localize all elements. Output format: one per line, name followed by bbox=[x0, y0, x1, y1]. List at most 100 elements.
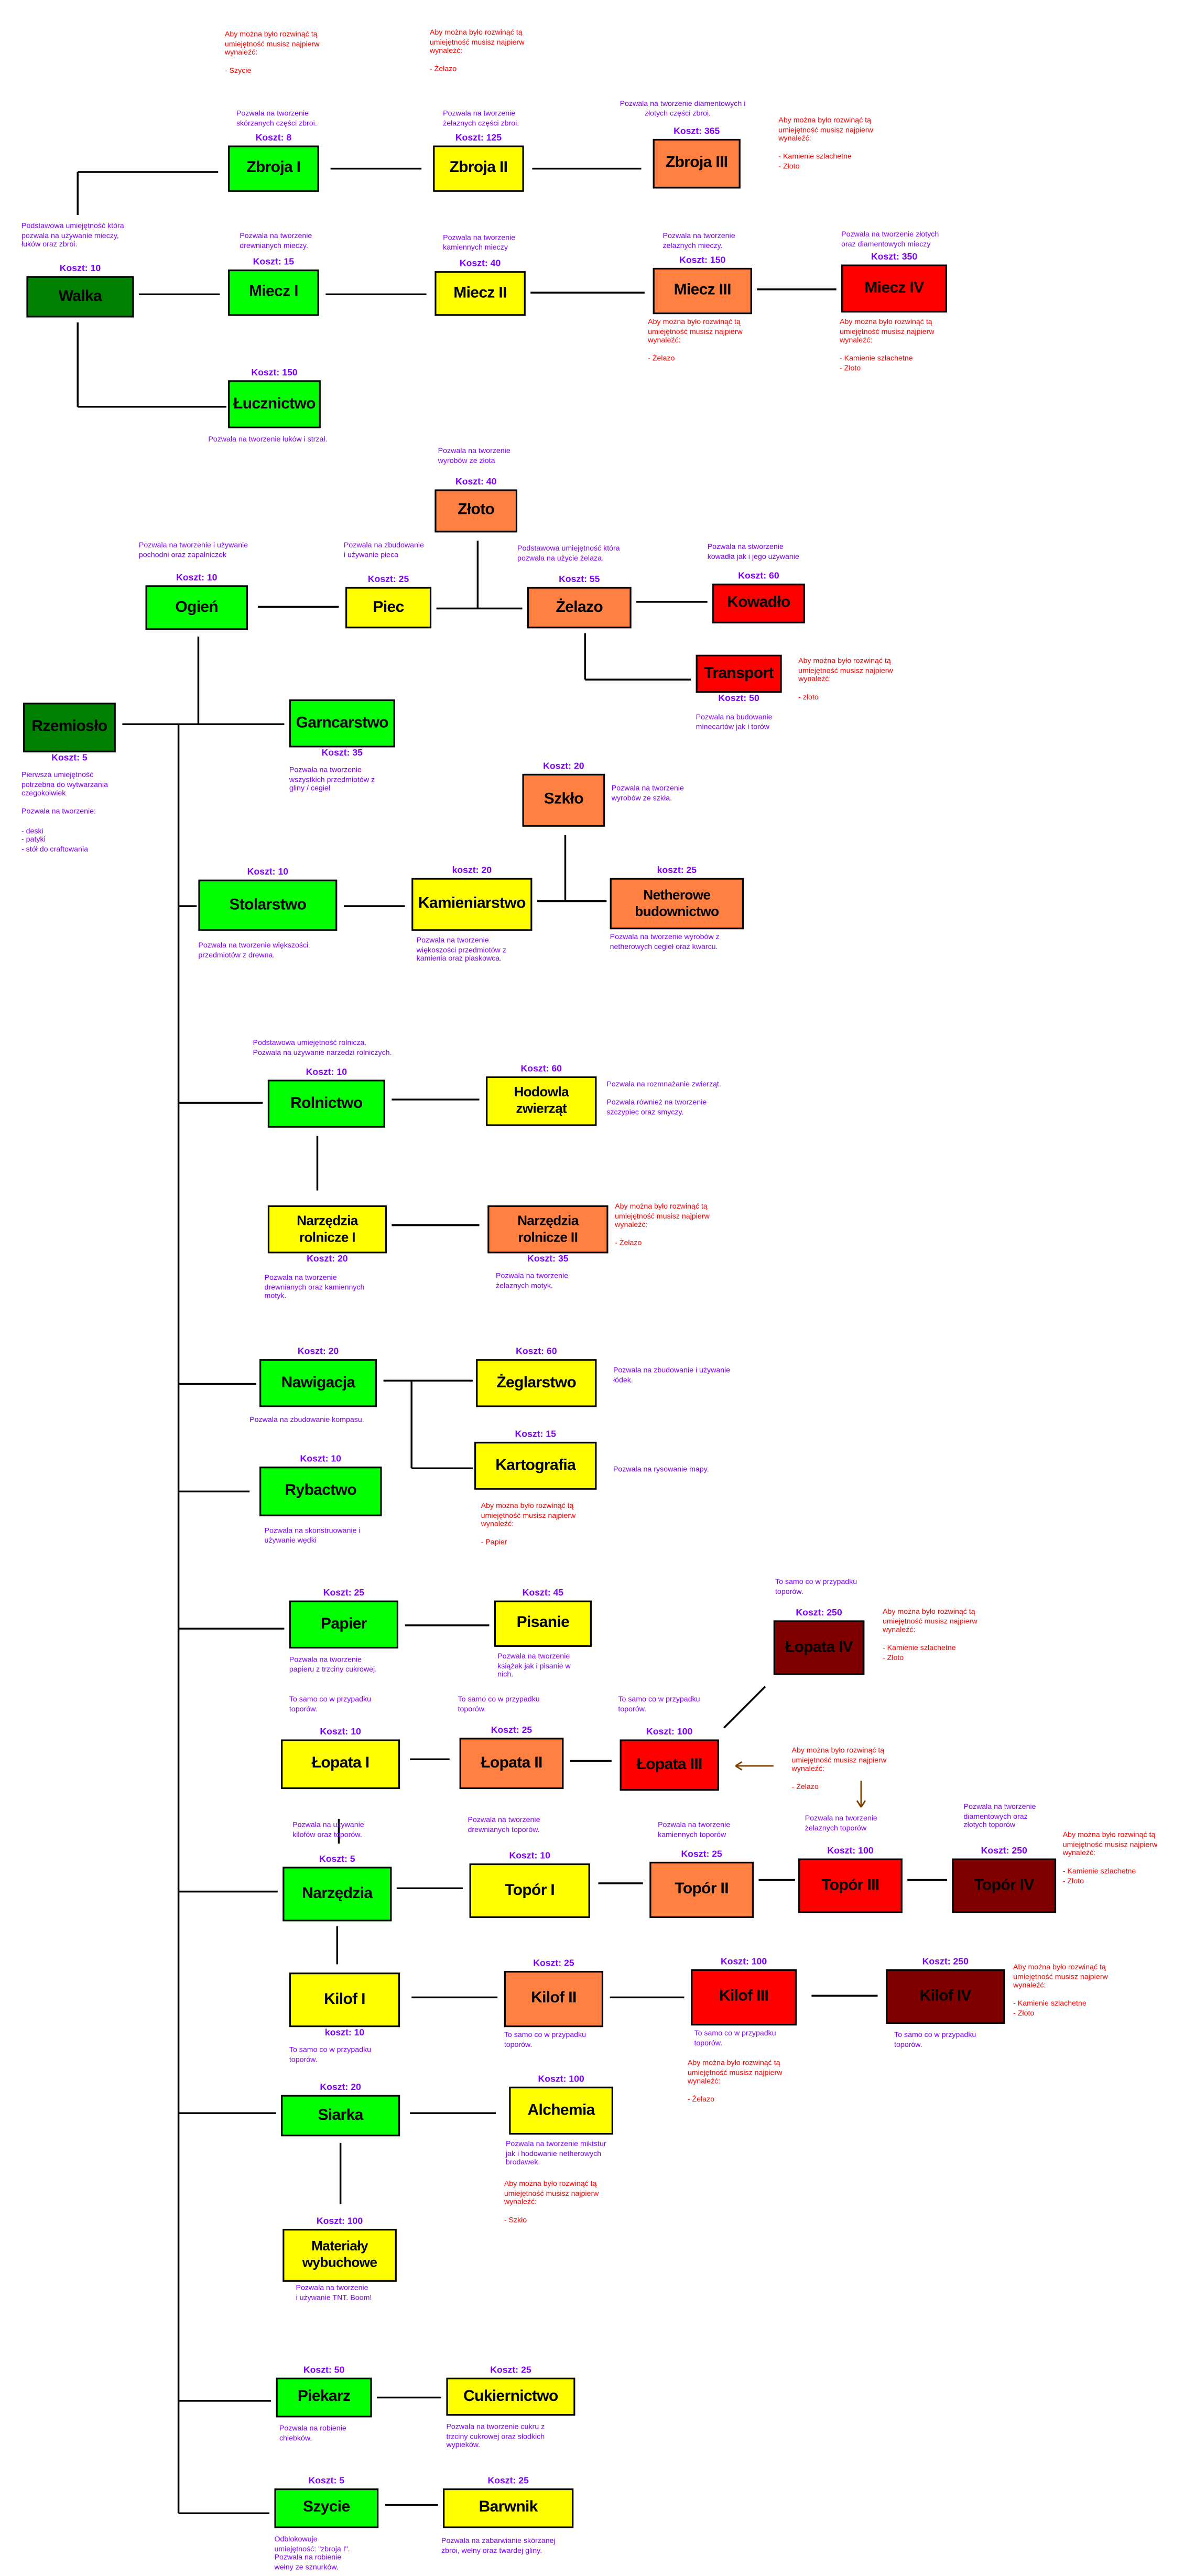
skill-node-miecz1[interactable]: Miecz I bbox=[228, 270, 319, 316]
requirement-items: - Żelazo bbox=[615, 1239, 710, 1248]
skill-node-narzrol1[interactable]: Narzędzia rolnicze I bbox=[267, 1205, 387, 1254]
requirement-item: - Złoto bbox=[1013, 2009, 1035, 2018]
skill-description: Podstawowa umiejętność która pozwala na … bbox=[21, 221, 124, 249]
skill-node-barwnik[interactable]: Barwnik bbox=[443, 2488, 574, 2528]
requirement-item: - Żelazo bbox=[648, 354, 675, 363]
skill-node-zeglarstwo[interactable]: Żeglarstwo bbox=[476, 1359, 597, 1407]
requirement-item: - Papier bbox=[481, 1538, 507, 1547]
skill-requirement: Aby można było rozwinąć tą umiejętność m… bbox=[883, 1607, 977, 1663]
skill-node-lucznictwo[interactable]: Łucznictwo bbox=[228, 380, 321, 428]
skill-node-lopata2[interactable]: Łopata II bbox=[459, 1738, 564, 1790]
requirement-items: - złoto bbox=[798, 693, 893, 703]
skill-node-narzrol2[interactable]: Narzędzia rolnicze II bbox=[487, 1205, 609, 1254]
skill-node-zbroja1[interactable]: Zbroja I bbox=[228, 145, 319, 192]
skill-cost: Koszt: 250 bbox=[796, 1608, 842, 1619]
skill-requirement: Aby można było rozwinąć tą umiejętność m… bbox=[1013, 1963, 1108, 2018]
skill-node-zelazo[interactable]: Żelazo bbox=[527, 587, 632, 629]
skill-node-lopata1[interactable]: Łopata I bbox=[281, 1739, 400, 1790]
skill-node-lopata4[interactable]: Łopata IV bbox=[773, 1620, 865, 1675]
skill-cost: Koszt: 60 bbox=[516, 1347, 557, 1357]
skill-node-szycie[interactable]: Szycie bbox=[274, 2488, 379, 2528]
skill-node-alchemia[interactable]: Alchemia bbox=[509, 2086, 613, 2135]
requirement-item: - Złoto bbox=[839, 363, 861, 372]
skill-cost: Koszt: 10 bbox=[176, 573, 218, 584]
skill-description: Pozwala na tworzenie cukru z trzciny cuk… bbox=[446, 2422, 545, 2449]
skill-requirement: Aby można było rozwinąć tą umiejętność m… bbox=[481, 1501, 576, 1547]
requirement-intro: Aby można było rozwinąć tą umiejętność m… bbox=[791, 1746, 887, 1773]
skill-node-miecz2[interactable]: Miecz II bbox=[434, 271, 526, 316]
requirement-item: - Złoto bbox=[882, 1653, 904, 1662]
skill-description: Pozwala na tworzenie diamentowych oraz z… bbox=[963, 1802, 1036, 1829]
skill-description: Pozwala na zbudowanie i używanie łódek. bbox=[613, 1365, 731, 1384]
skill-cost: Koszt: 25 bbox=[681, 1850, 722, 1860]
skill-node-kilof2[interactable]: Kilof II bbox=[504, 1970, 604, 2028]
skill-node-lopata3[interactable]: Łopata III bbox=[620, 1739, 719, 1791]
skill-node-nawigacja[interactable]: Nawigacja bbox=[259, 1359, 377, 1407]
skill-node-transport[interactable]: Transport bbox=[696, 654, 782, 693]
requirement-items: - Szycie bbox=[225, 67, 320, 76]
skill-node-papier[interactable]: Papier bbox=[289, 1600, 398, 1649]
skill-node-kartografia[interactable]: Kartografia bbox=[474, 1441, 597, 1490]
skill-node-kilof1[interactable]: Kilof I bbox=[289, 1973, 400, 2028]
skill-requirement: Aby można było rozwinąć tą umiejętność m… bbox=[840, 317, 935, 373]
skill-node-materialy[interactable]: Materiały wybuchowe bbox=[283, 2228, 397, 2282]
skill-description: To samo co w przypadku toporów. bbox=[504, 2030, 586, 2048]
skill-requirement: Aby można było rozwinąć tą umiejętność m… bbox=[615, 1202, 710, 1248]
skill-description: To samo co w przypadku toporów. bbox=[775, 1577, 857, 1595]
skill-node-cukiernictwo[interactable]: Cukiernictwo bbox=[446, 2377, 575, 2416]
skill-cost: Koszt: 10 bbox=[320, 1727, 361, 1738]
requirement-items: - Kamienie szlachetne- Złoto bbox=[1013, 2000, 1108, 2018]
skill-node-topor2[interactable]: Topór II bbox=[649, 1861, 754, 1918]
skill-node-narzedzia[interactable]: Narzędzia bbox=[283, 1867, 392, 1922]
skill-node-piekarz[interactable]: Piekarz bbox=[276, 2377, 372, 2418]
skill-node-netherowe[interactable]: Netherowe budownictwo bbox=[610, 878, 744, 930]
skill-node-zloto[interactable]: Złoto bbox=[434, 489, 518, 533]
skill-node-rolnictwo[interactable]: Rolnictwo bbox=[267, 1080, 385, 1128]
skill-description: Pozwala na budowanie minecartów jak i to… bbox=[696, 713, 773, 730]
skill-cost: koszt: 10 bbox=[324, 2028, 365, 2039]
skill-node-rybactwo[interactable]: Rybactwo bbox=[259, 1467, 382, 1516]
skill-cost: Koszt: 10 bbox=[306, 1068, 347, 1078]
skill-node-kilof3[interactable]: Kilof III bbox=[691, 1969, 797, 2026]
connector-line bbox=[723, 1686, 766, 1729]
skill-cost: Koszt: 25 bbox=[533, 1959, 574, 1969]
skill-node-zbroja3[interactable]: Zbroja III bbox=[653, 138, 741, 189]
skill-description: Pozwala na tworzenie kamiennych mieczy bbox=[443, 233, 516, 251]
skill-node-miecz4[interactable]: Miecz IV bbox=[841, 264, 947, 313]
skill-node-zbroja2[interactable]: Zbroja II bbox=[433, 145, 524, 192]
skill-description: To samo co w przypadku toporów. bbox=[289, 1695, 372, 1712]
skill-node-walka[interactable]: Walka bbox=[26, 276, 134, 318]
skill-description: To samo co w przypadku toporów. bbox=[894, 2030, 976, 2048]
skill-node-szklo[interactable]: Szkło bbox=[522, 773, 605, 827]
skill-node-garncarstwo[interactable]: Garncarstwo bbox=[289, 699, 395, 748]
skill-node-pisanie[interactable]: Pisanie bbox=[494, 1600, 592, 1647]
skill-description: Pozwala na tworzenie wyrobów ze złota bbox=[438, 446, 510, 464]
skill-description: Pozwala na tworzenie miktstur jak i hodo… bbox=[505, 2139, 606, 2167]
skill-description: To samo co w przypadku toporów. bbox=[289, 2045, 372, 2063]
requirement-item: - Kamienie szlachetne bbox=[1062, 1867, 1136, 1876]
skill-node-kilof4[interactable]: Kilof IV bbox=[886, 1969, 1005, 2024]
requirement-item: - Szkło bbox=[504, 2216, 527, 2225]
requirement-item: - Kamienie szlachetne bbox=[778, 153, 852, 161]
skill-node-topor3[interactable]: Topór III bbox=[798, 1858, 903, 1913]
skill-node-topor1[interactable]: Topór I bbox=[469, 1863, 590, 1918]
requirement-intro: Aby można było rozwinąć tą umiejętność m… bbox=[839, 317, 935, 344]
skill-description: Pozwala na tworzenie drewnianych oraz ka… bbox=[264, 1273, 365, 1300]
skill-node-rzemioslo[interactable]: Rzemiosło bbox=[23, 703, 116, 752]
skill-node-stolarstwo[interactable]: Stolarstwo bbox=[198, 879, 338, 931]
skill-node-ogien[interactable]: Ogień bbox=[145, 585, 248, 630]
skill-node-hodowla[interactable]: Hodowla zwierząt bbox=[486, 1076, 597, 1126]
requirement-items: - Papier bbox=[481, 1538, 576, 1548]
skill-requirement: Aby można było rozwinąć tą umiejętność m… bbox=[225, 30, 320, 76]
skill-node-siarka[interactable]: Siarka bbox=[281, 2095, 400, 2137]
skill-requirement: Aby można było rozwinąć tą umiejętność m… bbox=[504, 2179, 599, 2225]
skill-node-kamieniarstwo[interactable]: Kamieniarstwo bbox=[411, 878, 533, 931]
skill-node-topor4[interactable]: Topór IV bbox=[952, 1858, 1057, 1913]
skill-node-miecz3[interactable]: Miecz III bbox=[653, 267, 752, 315]
skill-cost: Koszt: 5 bbox=[51, 753, 88, 764]
skill-node-piec[interactable]: Piec bbox=[345, 587, 432, 629]
requirement-items: - Kamienie szlachetne- Złoto bbox=[883, 1644, 977, 1663]
requirement-intro: Aby można było rozwinąć tą umiejętność m… bbox=[1062, 1830, 1158, 1857]
skill-node-kowadlo[interactable]: Kowadło bbox=[712, 584, 805, 623]
